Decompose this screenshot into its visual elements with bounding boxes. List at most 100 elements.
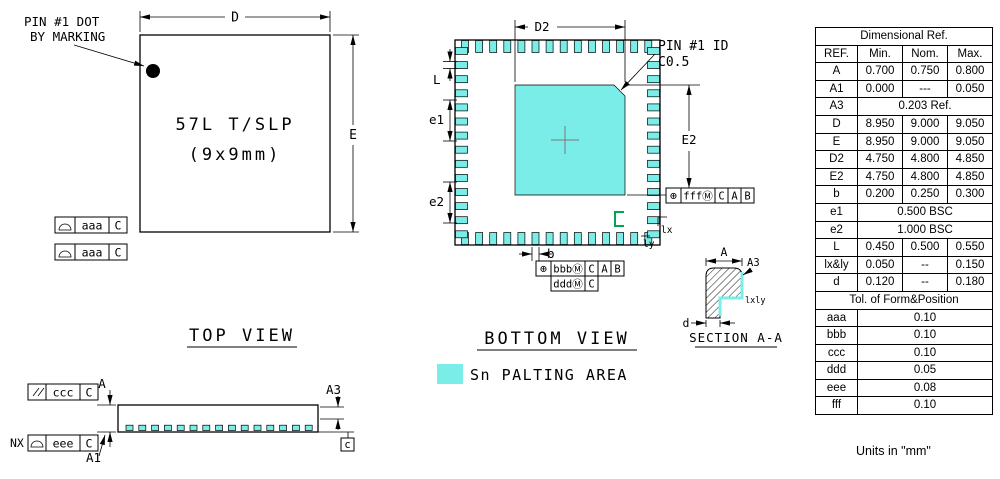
lead-pad <box>559 40 568 53</box>
dimension-L: L <box>433 49 457 87</box>
pin1-dot <box>146 64 160 78</box>
lead-pad <box>455 159 468 168</box>
dim-label-A3: A3 <box>326 382 341 397</box>
lead-pad <box>189 424 198 431</box>
lead-cross-section <box>705 267 743 319</box>
position-symbol-icon: ⊕ <box>540 262 547 276</box>
view-title-top: TOP VIEW <box>189 326 295 346</box>
lead-pad <box>304 424 313 431</box>
lead-pad <box>647 89 660 98</box>
dimension-b: b <box>519 246 555 261</box>
dim-label-A1: A1 <box>86 450 101 465</box>
lead-pad <box>503 232 512 245</box>
lead-pad <box>489 232 498 245</box>
dim-label-A: A <box>98 376 106 391</box>
lead-pad <box>531 40 540 53</box>
lead-pad <box>573 40 582 53</box>
lead-pad <box>455 89 468 98</box>
lead-pad <box>573 232 582 245</box>
fcf-datum-A: A <box>601 264 608 276</box>
table-title-row: Dimensional Ref. <box>814 27 994 46</box>
fcf-datum-C: C <box>115 219 122 233</box>
lead-pad <box>503 40 512 53</box>
bottom-view: D2 E2 ⊕ fffⓂ C A B L <box>429 19 755 384</box>
fcf-tolerance-ccc: ccc <box>53 386 74 400</box>
fcf-datum-C: C <box>718 191 724 203</box>
chip-size-label: (9x9mm) <box>189 145 282 165</box>
lead-pad <box>630 40 639 53</box>
dimension-D: D <box>139 11 331 32</box>
fcf-datum-C: C <box>86 386 93 400</box>
package-drawing: PIN #1 DOT BY MARKING 57L T/SLP (9x9mm) … <box>10 11 782 466</box>
side-lead-row <box>125 424 313 431</box>
dimension-ly: ly <box>641 235 655 250</box>
lead-pad <box>202 424 211 431</box>
pin1-id-note-line2: C0.5 <box>658 55 689 70</box>
lead-pad <box>616 40 624 53</box>
lead-pad <box>489 40 498 53</box>
dim-label-A: A <box>721 245 728 259</box>
fcf-datum-C: C <box>115 246 122 260</box>
table-title: Dimensional Ref. <box>814 27 994 46</box>
plating-layer <box>718 272 744 316</box>
fcf-datum-B: B <box>744 191 750 203</box>
pad-highlight-bracket <box>614 211 624 227</box>
top-view-outline <box>139 34 331 233</box>
col-header-max: Max. <box>946 44 994 64</box>
pad-row-left <box>455 47 468 239</box>
legend-label: Sn PALTING AREA <box>470 366 628 384</box>
fcf-profile-aaa-1: aaa C <box>54 216 128 234</box>
pin1-marking-note-line2: BY MARKING <box>30 29 105 44</box>
lead-pad <box>647 103 660 112</box>
lead-pad <box>647 47 660 55</box>
dimension-A3-section: A3 <box>742 257 760 276</box>
dimension-A1: A1 <box>86 434 106 465</box>
lead-pad <box>647 230 660 239</box>
fcf-tolerance-fff: fffⓂ <box>683 191 713 203</box>
chip-type-label: 57L T/SLP <box>175 115 294 135</box>
section-a-a: A A3 lxly d SECTION A-A <box>683 245 782 348</box>
lead-pad <box>240 424 249 431</box>
dimension-d-section: d <box>683 316 735 330</box>
dim-label-lxly: lxly <box>745 296 765 306</box>
fcf-tolerance-bbb: bbbⓂ <box>553 264 583 276</box>
lead-pad <box>517 40 526 53</box>
dim-label-D: D <box>231 11 239 26</box>
fcf-datum-C: C <box>588 264 594 276</box>
table-tol-title-row: Tol. of Form&Position <box>814 290 994 310</box>
position-symbol-icon: ⊕ <box>670 189 677 203</box>
lead-pad <box>559 232 568 245</box>
lead-pad <box>647 188 660 196</box>
pad-row-right <box>647 47 660 239</box>
dim-label-ly: ly <box>643 239 655 250</box>
lead-pad <box>647 131 660 140</box>
lead-pad <box>455 145 468 154</box>
lead-pad <box>647 202 660 210</box>
col-header-min: Min. <box>857 44 903 64</box>
lead-pad <box>602 40 610 53</box>
lead-pad <box>455 75 468 84</box>
table-header-row: REF. Min. Nom. Max. <box>815 44 994 64</box>
lead-pad <box>630 232 639 245</box>
dim-label-lx: lx <box>661 225 673 236</box>
lead-pad <box>455 174 468 182</box>
parallelism-icon <box>32 387 45 397</box>
datum-flag-label: c <box>344 439 350 451</box>
fcf-position-fff: ⊕ fffⓂ C A B <box>665 187 755 204</box>
lead-pad <box>531 232 540 245</box>
dimension-D2: D2 <box>514 19 626 82</box>
lead-pad <box>647 117 660 126</box>
lead-pad <box>588 40 596 53</box>
dimension-E2: E2 <box>627 84 700 196</box>
